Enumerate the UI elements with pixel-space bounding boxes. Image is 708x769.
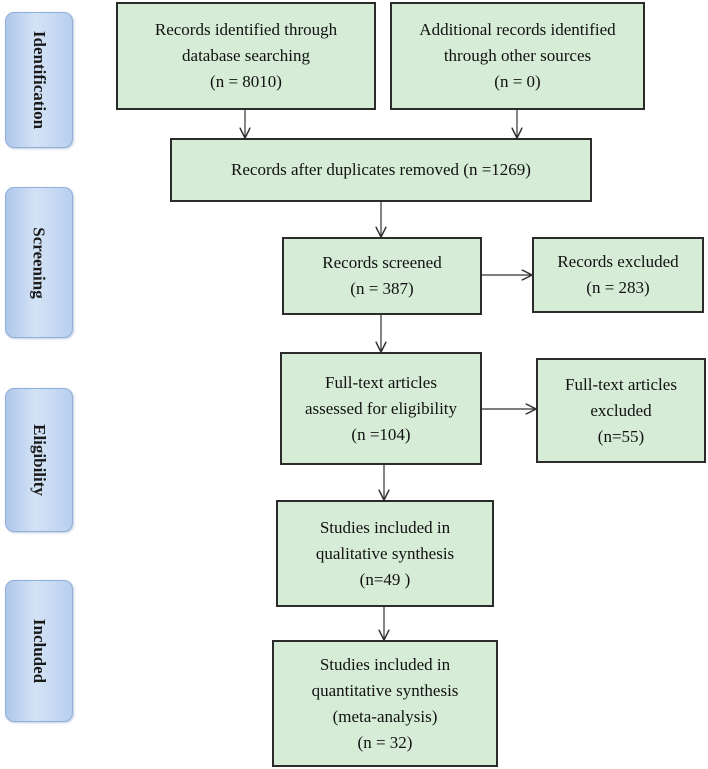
box-text-line: Records screened [322, 253, 442, 272]
phase-screening: Screening [5, 187, 73, 338]
box-fulltext-assessed: Full-text articles assessed for eligibil… [280, 352, 482, 465]
box-other-sources: Additional records identified through ot… [390, 2, 645, 110]
box-text-line: database searching [182, 46, 310, 65]
box-text-line: (n=55) [597, 426, 645, 446]
box-text-line: assessed for eligibility [304, 398, 458, 418]
box-text-line: Records after duplicates removed (n =126… [231, 160, 531, 179]
box-text-line: Studies included in [319, 517, 451, 537]
box-database-records: Records identified through database sear… [116, 2, 376, 110]
box-text-line: (meta-analysis) [332, 706, 438, 726]
phase-eligibility: Eligibility [5, 388, 73, 532]
box-quantitative-synthesis: Studies included in quantitative synthes… [272, 640, 498, 767]
box-text-line: (n = 0) [494, 72, 541, 91]
box-records-excluded: Records excluded (n = 283) [532, 237, 704, 313]
phase-identification: Identification [5, 12, 73, 148]
box-text-line: (n = 8010) [210, 72, 282, 91]
box-text-line: through other sources [443, 46, 592, 65]
box-text-line: qualitative synthesis [315, 543, 455, 563]
box-text-line: (n = 32) [357, 732, 413, 752]
box-text-line: (n = 283) [586, 278, 650, 297]
box-text-line: (n=49 ) [359, 569, 411, 589]
box-text-line: excluded [590, 400, 652, 420]
box-text-line: Full-text articles [565, 374, 677, 394]
box-text-line: (n =104) [351, 424, 411, 444]
box-fulltext-excluded: Full-text articles excluded (n=55) [536, 358, 706, 463]
box-qualitative-synthesis: Studies included in qualitative synthesi… [276, 500, 494, 607]
box-text-line: (n = 387) [350, 279, 414, 298]
box-text-line: Full-text articles [325, 372, 437, 392]
box-text-line: Records excluded [557, 252, 679, 271]
phase-included: Included [5, 580, 73, 722]
box-text-line: Studies included in [319, 654, 451, 674]
box-records-screened: Records screened (n = 387) [282, 237, 482, 315]
box-duplicates-removed: Records after duplicates removed (n =126… [170, 138, 592, 202]
box-text-line: Records identified through [154, 20, 338, 39]
box-text-line: quantitative synthesis [311, 680, 459, 700]
box-text-line: Additional records identified [419, 20, 616, 39]
